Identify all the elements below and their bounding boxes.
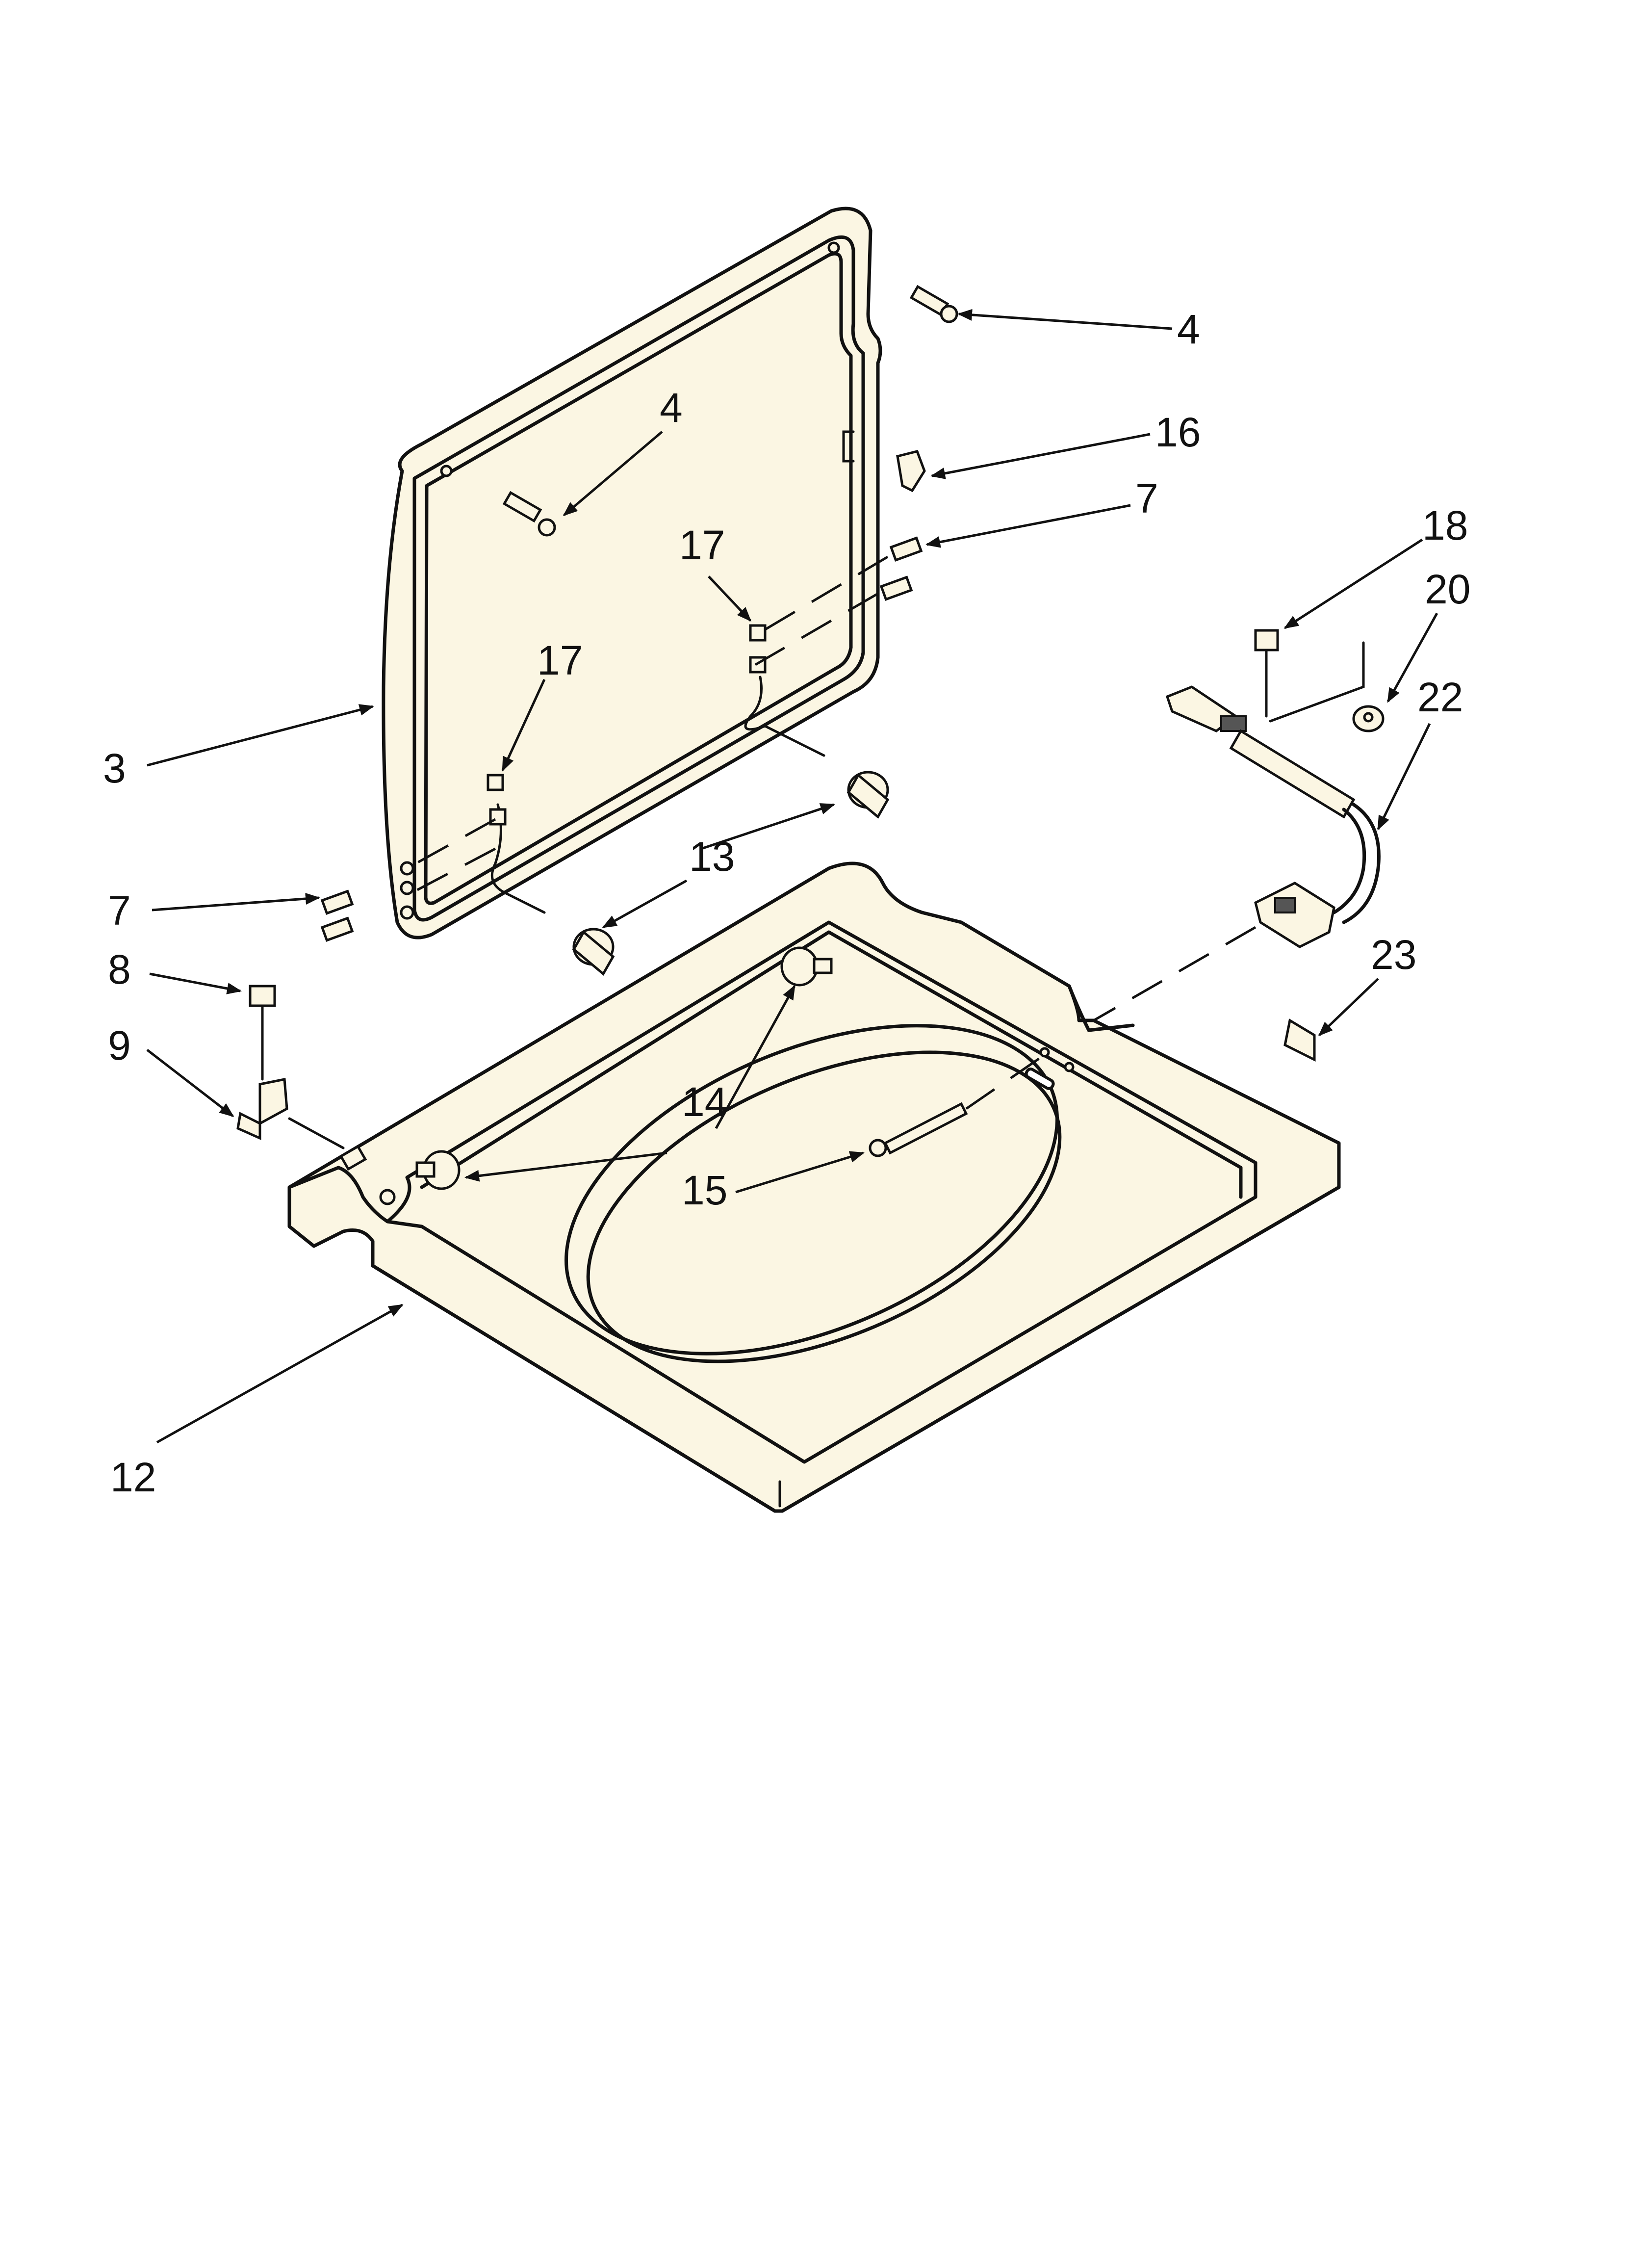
hinge-screws-left: [320, 889, 354, 942]
callout-12: 12: [110, 1454, 156, 1500]
leader-lines: [146, 309, 1438, 1444]
callout-3: 3: [103, 745, 126, 791]
callout-16: 16: [1155, 409, 1201, 455]
callout-7-left: 7: [108, 887, 131, 934]
lid-bumper-left: [572, 928, 615, 976]
callout-20: 20: [1425, 566, 1470, 612]
hinge-pin-lower: [502, 491, 556, 537]
callout-15: 15: [682, 1167, 727, 1213]
callout-numbers: 3 4 4 16 7 17 17 13 7 8 9 14 15 12 18 20…: [103, 306, 1470, 1500]
switch-screw: [869, 1102, 968, 1157]
top-panel: [287, 861, 1341, 1513]
lid: [382, 207, 882, 939]
callout-4-upper: 4: [1177, 306, 1200, 352]
callout-7-right: 7: [1135, 475, 1158, 521]
callout-9: 9: [108, 1022, 131, 1069]
callout-23: 23: [1371, 932, 1416, 978]
switch-nut: [1352, 705, 1385, 732]
callout-18: 18: [1422, 502, 1468, 548]
callout-17-left: 17: [537, 637, 583, 683]
wire-clip: [1283, 1018, 1316, 1062]
hinge-clip: [896, 450, 926, 493]
lid-bumper-right: [847, 771, 890, 819]
callout-17-right: 17: [679, 522, 725, 568]
panel-bumper-left: [415, 1150, 461, 1190]
callout-14: 14: [682, 1079, 727, 1125]
callout-22: 22: [1417, 674, 1463, 720]
mounting-screw: [249, 985, 276, 1081]
cable-clip-left: [487, 774, 507, 826]
hinge-screws-right: [879, 536, 923, 601]
callout-13: 13: [689, 834, 735, 880]
callout-8: 8: [108, 946, 131, 992]
panel-bumper-right: [780, 946, 833, 987]
mounting-clip: [236, 1077, 288, 1140]
switch-mount-screw: [1254, 629, 1279, 718]
lid-switch-assembly: [1165, 641, 1381, 948]
hinge-pin-upper: [909, 285, 958, 323]
callout-4-lower: 4: [660, 385, 683, 431]
